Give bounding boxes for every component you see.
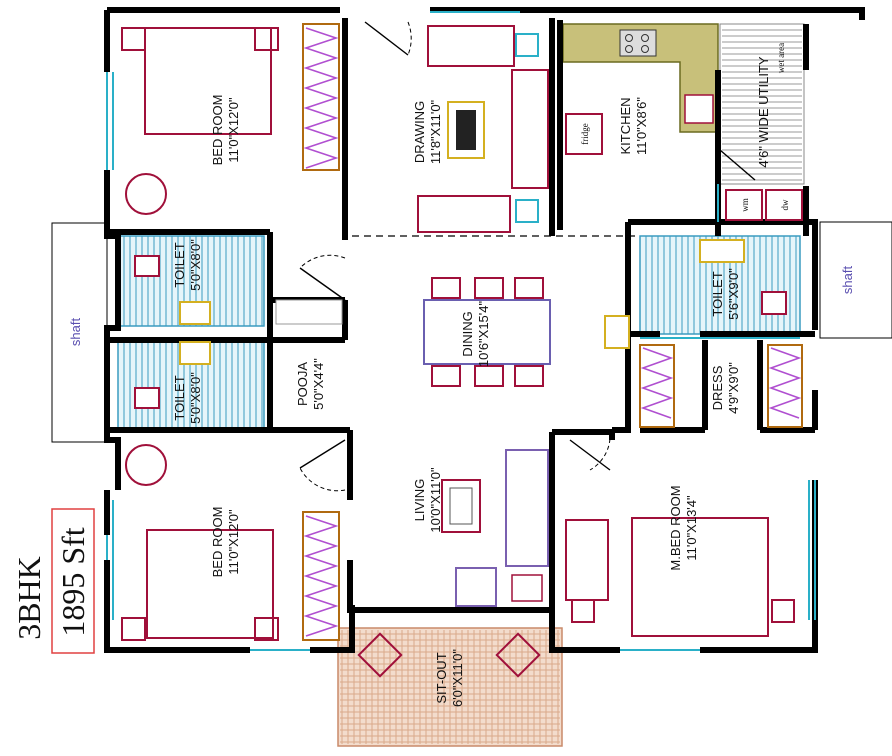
drawing-label: DRAWING	[412, 101, 427, 163]
wardrobes	[275, 23, 803, 641]
bedroom-top-dims: 11'0"X12'0"	[226, 97, 241, 163]
fixture-boxes	[565, 113, 803, 221]
living-dims: 10'0"X11'0"	[428, 467, 443, 533]
area-box	[51, 508, 95, 654]
dress-label: DRESS	[710, 365, 725, 410]
walls	[104, 7, 865, 653]
kitchen-label: KITCHEN	[618, 97, 633, 154]
sitout-label: SIT-OUT	[434, 652, 449, 703]
living-furniture	[441, 449, 549, 607]
dress-dims: 4'9"X9'0"	[726, 362, 741, 414]
toilet-3-label: TOILET	[710, 271, 725, 316]
sitout-floor	[337, 627, 563, 747]
dw-label: dw	[780, 199, 790, 211]
bedroom-top-label: BED ROOM	[210, 95, 225, 166]
wm-label: wm	[740, 198, 750, 212]
master-bedroom-dims: 11'0"X13'4"	[684, 495, 699, 561]
drawing-furniture	[417, 25, 549, 233]
pooja-shelf	[275, 299, 343, 325]
bhk-type: 3BHK	[11, 556, 47, 640]
pooja-label: POOJA	[295, 362, 310, 406]
pooja-dims: 5'0"X4'4"	[311, 358, 326, 410]
toilet-tiles	[117, 235, 801, 431]
total-area: 1895 Sft	[55, 527, 91, 636]
toilet-1-label: TOILET	[172, 242, 187, 287]
shaft-left-label: shaft	[68, 318, 83, 347]
drawing-dims: 11'8"X11'0"	[428, 99, 443, 164]
fridge-label: fridge	[580, 123, 590, 145]
doors	[299, 21, 756, 492]
wet-area-label: wet area	[776, 43, 786, 73]
stove-icon	[619, 29, 657, 57]
dining-furniture	[423, 277, 551, 387]
toilet-2-dims: 5'0"X8'0"	[188, 372, 203, 424]
toilet-fixtures	[134, 239, 787, 409]
bedroom-bottom-dims: 11'0"X12'0"	[226, 509, 241, 575]
dining-label: DINING	[460, 311, 475, 357]
sitout-dims: 6'0"X11'0"	[450, 649, 465, 707]
sink-icon	[684, 94, 714, 124]
toilet-2-label: TOILET	[172, 375, 187, 420]
kitchen-counter	[562, 23, 719, 133]
dining-dims: 10'6"X15'4"	[476, 300, 491, 367]
utility-label: 4'6" WIDE UTILITY	[756, 56, 771, 167]
bedroom-bottom-label: BED ROOM	[210, 507, 225, 578]
shaft-right	[819, 221, 892, 339]
living-label: LIVING	[412, 479, 427, 522]
toilet-3-dims: 5'6"X9'0"	[726, 268, 741, 320]
sitout-chairs	[357, 632, 541, 678]
kitchen-dims: 11'0"X8'6"	[634, 97, 649, 155]
shaft-left	[51, 222, 108, 443]
windows	[106, 11, 816, 651]
master-bedroom-label: M.BED ROOM	[668, 485, 683, 570]
bedroom-furniture	[121, 27, 795, 641]
shaft-right-label: shaft	[840, 266, 855, 295]
toilet-1-dims: 5'0"X8'0"	[188, 239, 203, 291]
